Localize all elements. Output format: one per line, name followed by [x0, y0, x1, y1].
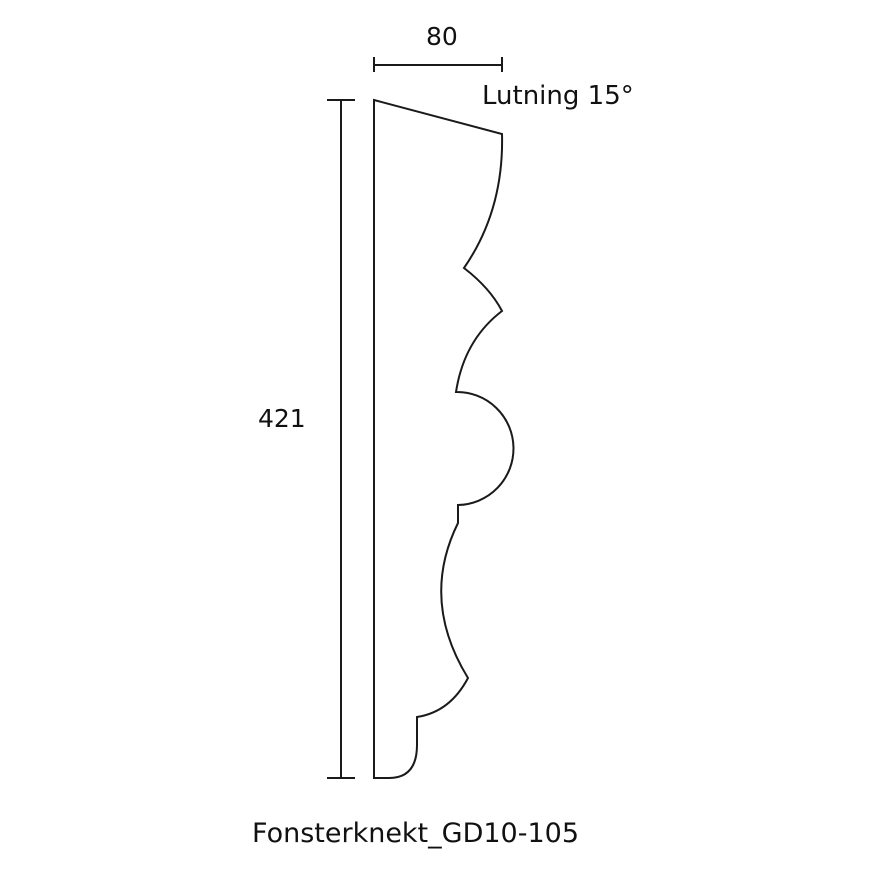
height-dimension-label: 421 — [258, 404, 306, 433]
width-dimension-line — [373, 57, 503, 72]
height-dimension-line — [327, 99, 355, 779]
molding-profile-outline — [373, 98, 515, 779]
width-dimension-label: 80 — [426, 22, 458, 51]
drawing-title: Fonsterknekt_GD10-105 — [252, 818, 579, 849]
slope-label: Lutning 15° — [482, 81, 634, 111]
